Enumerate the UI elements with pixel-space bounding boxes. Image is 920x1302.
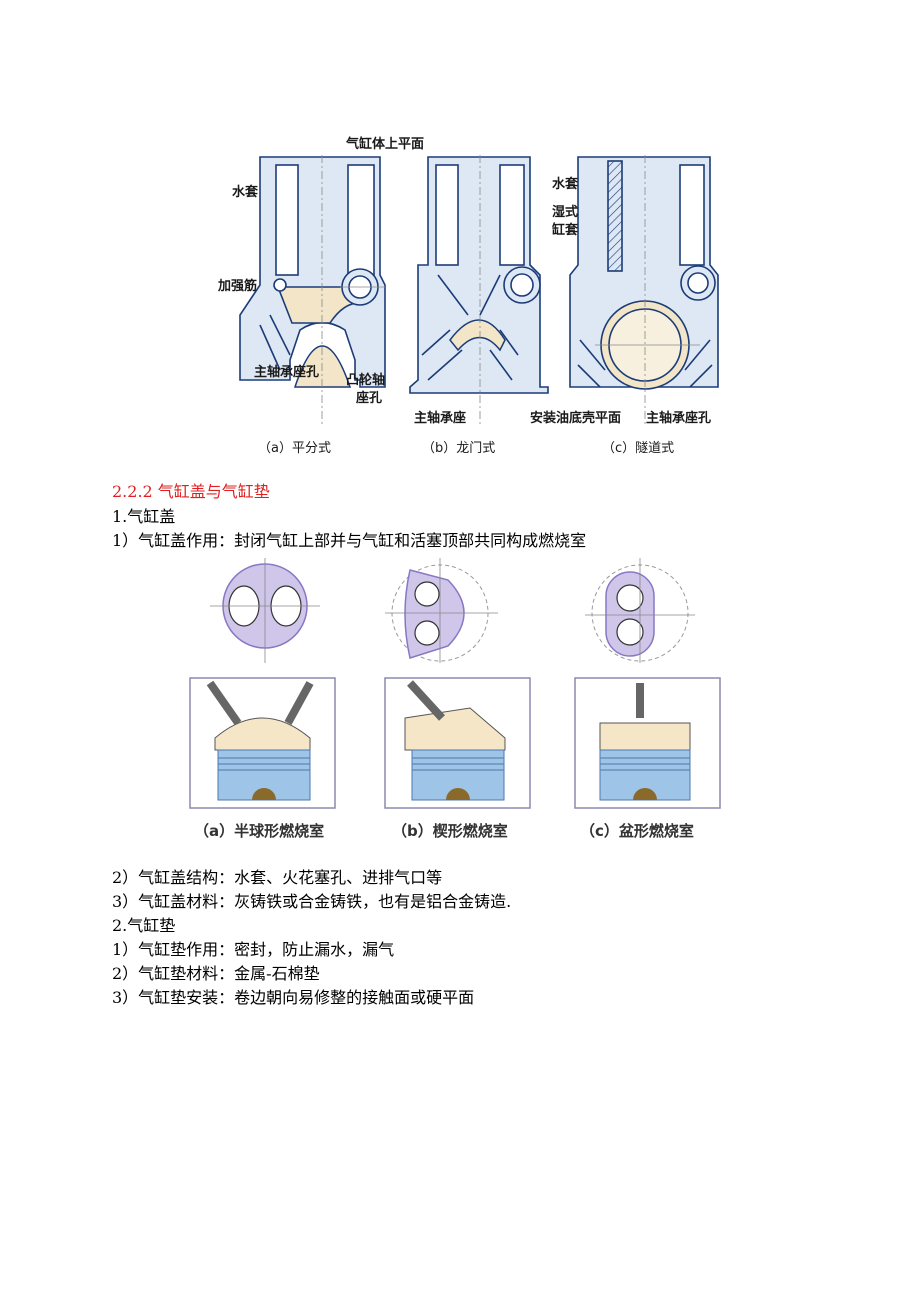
label-main-bearing-b: 主轴承座 [414,411,467,426]
caption-wedge: （b）楔形燃烧室 [392,822,508,840]
caption-c: （c）隧道式 [602,441,675,456]
cylinder-block-figure: 气缸体上平面 水套 加强筋 主轴承座孔 凸轮轴 座孔 主轴承座 水套 湿式 缸套… [200,125,740,460]
block-c [569,156,719,390]
item-gasket-material: 2）气缸垫材料：金属-石棉垫 [112,964,320,983]
caption-b: （b）龙门式 [422,441,496,456]
label-cam-hole-1: 凸轮轴 [346,373,386,388]
label-wet-liner-2: 缸套 [552,223,579,238]
label-main-bearing-hole-c: 主轴承座孔 [646,411,712,426]
chamber-a-side [189,677,336,809]
block-b [409,156,549,394]
subheading-cylinder-gasket: 2.气缸垫 [112,916,176,935]
chamber-a-top [210,558,320,663]
label-wet-liner-1: 湿式 [552,205,579,220]
item-cylinder-head-material: 3）气缸盖材料：灰铸铁或合金铸铁，也有是铝合金铸造. [112,892,512,911]
item-gasket-function: 1）气缸垫作用：密封，防止漏水，漏气 [112,940,395,959]
label-water-jacket-a: 水套 [232,185,259,200]
item-gasket-installation: 3）气缸垫安装：卷边朝向易修整的接触面或硬平面 [112,988,475,1007]
cylinder-block-diagram [239,155,719,425]
chamber-b-top [385,558,498,663]
label-rib: 加强筋 [218,279,258,294]
chamber-b-side [384,677,531,809]
chamber-c-top [585,558,695,663]
item-cylinder-head-structure: 2）气缸盖结构：水套、火花塞孔、进排气口等 [112,868,443,887]
item-cylinder-head-function: 1）气缸盖作用：封闭气缸上部并与气缸和活塞顶部共同构成燃烧室 [112,531,587,550]
subheading-cylinder-head: 1.气缸盖 [112,507,176,526]
caption-a: （a）平分式 [258,441,331,456]
section-heading: 2.2.2 气缸盖与气缸垫 [112,482,270,501]
caption-hemispherical: （a）半球形燃烧室 [194,822,325,840]
label-main-bearing-hole-a: 主轴承座孔 [254,365,320,380]
label-oilpan-plane: 安装油底壳平面 [530,411,622,426]
chamber-c-side [574,677,721,809]
label-cam-hole-2: 座孔 [356,391,383,406]
label-cylinder-top: 气缸体上平面 [346,137,425,152]
combustion-chamber-figure: （a）半球形燃烧室 （b）楔形燃烧室 （c）盆形燃烧室 [180,558,740,848]
caption-bathtub: （c）盆形燃烧室 [580,822,694,840]
combustion-chamber-diagram [189,558,721,809]
label-water-jacket-c: 水套 [552,177,579,192]
